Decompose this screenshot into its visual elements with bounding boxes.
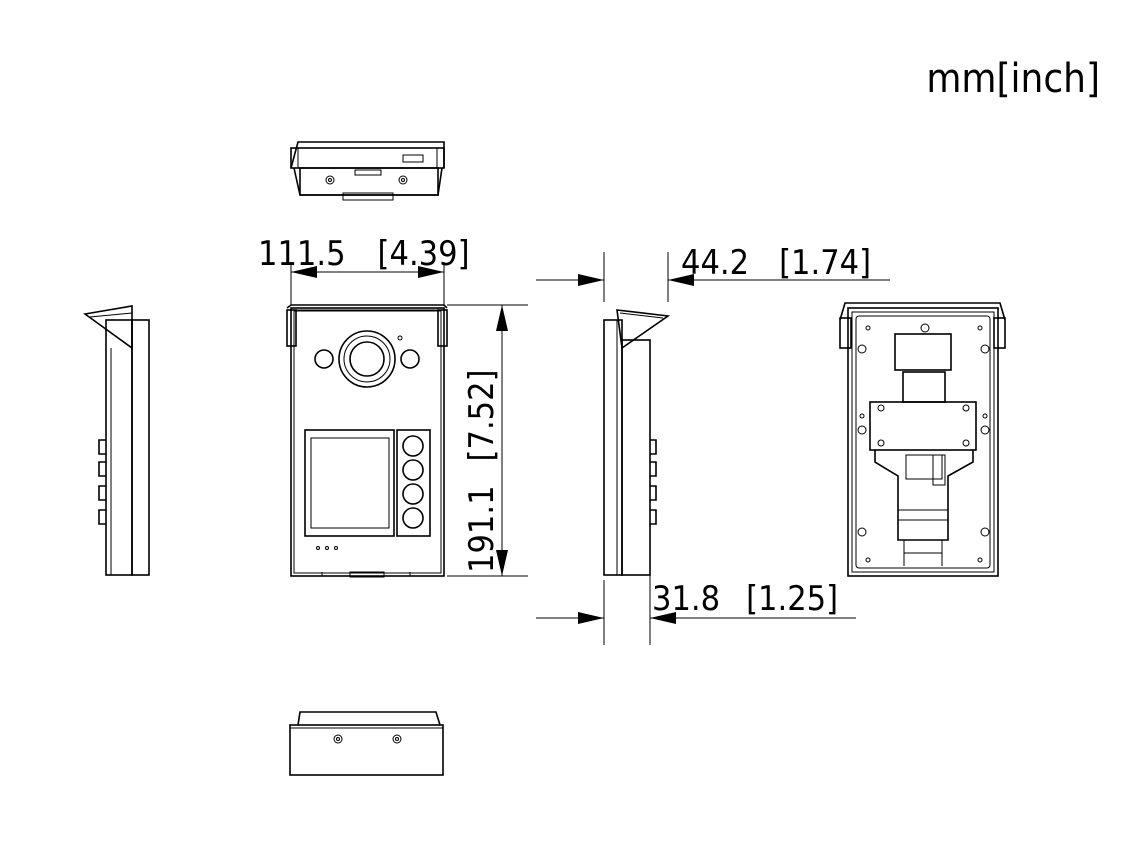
depth-bottom-mm: 31.8: [652, 579, 720, 619]
depth-bottom-inch: [1.25]: [746, 579, 838, 619]
depth-top-mm: 44.2: [681, 243, 749, 283]
width-inch: [4.39]: [378, 234, 470, 274]
top-view: [290, 141, 445, 201]
svg-text:44.2[1.74]: 44.2 [1.74]: [681, 243, 871, 283]
depth-bottom-dimension: 31.8 [1.25]: [536, 540, 856, 645]
svg-text:191.1[7.52]: 191.1 [7.52]: [462, 369, 502, 573]
width-mm: 111.5: [258, 234, 346, 274]
height-mm: 191.1: [462, 485, 502, 573]
height-dimension: 191.1 [7.52]: [447, 304, 528, 577]
svg-text:111.5[4.39]: 111.5 [4.39]: [258, 234, 470, 274]
left-side-view: [82, 305, 150, 576]
depth-top-dimension: 44.2 [1.74]: [536, 243, 890, 302]
right-side-view: [603, 309, 671, 576]
width-dimension: 111.5 [4.39]: [258, 234, 470, 305]
depth-top-inch: [1.74]: [779, 243, 871, 283]
svg-text:31.8[1.25]: 31.8 [1.25]: [652, 579, 838, 619]
height-inch: [7.52]: [462, 369, 502, 461]
front-view: [286, 304, 448, 578]
bottom-view: [289, 711, 444, 776]
units-label: mm[inch]: [926, 56, 1100, 102]
rear-view: [839, 302, 1006, 577]
